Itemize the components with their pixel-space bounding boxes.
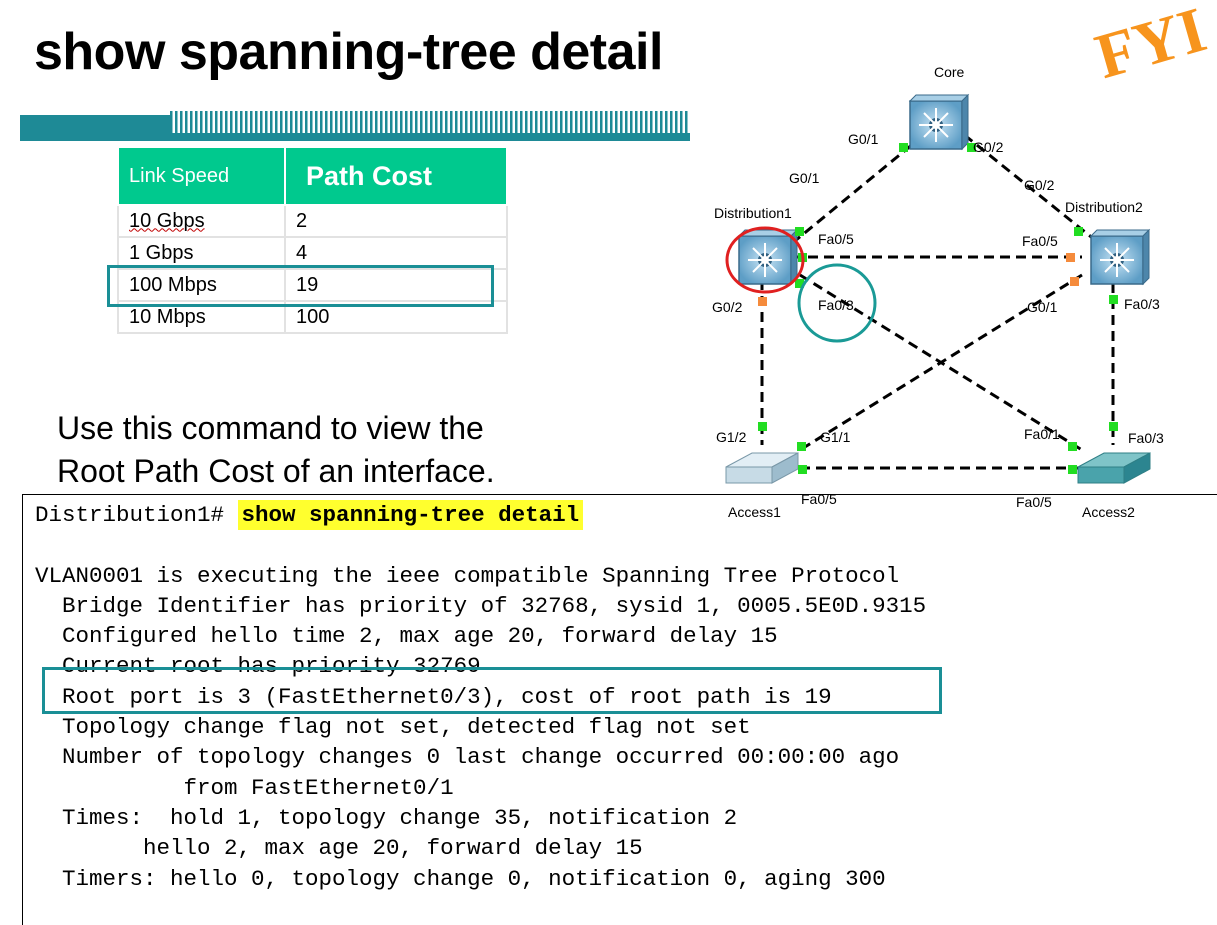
distribution1-switch-icon <box>738 229 798 285</box>
path-cost-cell: 2 <box>285 204 508 238</box>
link-speed-cell: 10 Gbps <box>117 204 286 238</box>
port-label: G0/2 <box>973 139 1004 155</box>
access2-label: Access2 <box>1082 504 1135 520</box>
distribution1-highlight-circle <box>725 226 805 294</box>
path-cost-table: Link Speed Path Cost 10 Gbps 2 1 Gbps 4 … <box>117 146 508 334</box>
link-speed-value: 10 Gbps <box>129 209 205 232</box>
port-label: G0/2 <box>1024 177 1055 193</box>
port-label: G0/1 <box>789 170 820 186</box>
cli-command: show spanning-tree detail <box>237 500 584 530</box>
cli-line: Bridge Identifier has priority of 32768,… <box>35 592 927 619</box>
distribution1-label: Distribution1 <box>714 205 792 221</box>
table-row-highlight-box <box>107 265 494 307</box>
access1-switch-icon <box>725 452 799 484</box>
topology-links <box>760 123 1115 470</box>
cli-prompt: Distribution1# <box>35 502 238 528</box>
port-label: G0/2 <box>712 299 743 315</box>
decorative-banner <box>20 111 690 141</box>
table-row: 10 Gbps 2 <box>117 204 508 238</box>
path-cost-header: Path Cost <box>284 146 508 206</box>
table-row: 100 Mbps 19 <box>117 268 508 302</box>
distribution2-switch-icon <box>1090 229 1150 285</box>
cli-line: VLAN0001 is executing the ieee compatibl… <box>35 562 900 589</box>
cli-line-root-port: Root port is 3 (FastEthernet0/3), cost o… <box>35 683 832 710</box>
port-status-indicators <box>758 143 1118 474</box>
port-label: Fa0/5 <box>1022 233 1058 249</box>
path-cost-cell: 19 <box>285 268 508 302</box>
description-text: Use this command to view the Root Path C… <box>57 407 495 493</box>
fa03-highlight-circle <box>797 263 877 343</box>
port-label: Fa0/5 <box>801 491 837 507</box>
cli-output: Distribution1# show spanning-tree detail… <box>35 500 926 894</box>
cli-line: Times: hold 1, topology change 35, notif… <box>35 804 738 831</box>
link-speed-header: Link Speed <box>117 146 286 206</box>
port-label: G1/2 <box>716 429 747 445</box>
core-label: Core <box>934 64 965 80</box>
access1-label: Access1 <box>728 504 781 520</box>
description-line: Root Path Cost of an interface. <box>57 453 495 489</box>
link-speed-cell: 100 Mbps <box>117 268 286 302</box>
cli-line: from FastEthernet0/1 <box>35 774 454 801</box>
port-label: Fa0/3 <box>1124 296 1160 312</box>
port-label: Fa0/3 <box>1128 430 1164 446</box>
cli-line: Number of topology changes 0 last change… <box>35 744 900 771</box>
access2-switch-icon <box>1077 452 1151 484</box>
cli-line: Configured hello time 2, max age 20, for… <box>35 623 778 650</box>
port-label: Fa0/5 <box>1016 494 1052 510</box>
path-cost-cell: 4 <box>285 236 508 270</box>
core-switch-icon <box>909 94 969 150</box>
cli-line: Topology change flag not set, detected f… <box>35 714 751 741</box>
port-label: Fa0/1 <box>1024 426 1060 442</box>
description-line: Use this command to view the <box>57 410 484 446</box>
distribution2-label: Distribution2 <box>1065 199 1143 215</box>
port-label: Fa0/5 <box>818 231 854 247</box>
port-label: G0/1 <box>1027 299 1058 315</box>
cli-line: Timers: hello 0, topology change 0, noti… <box>35 865 886 892</box>
table-header-row: Link Speed Path Cost <box>117 146 508 206</box>
root-path-cost-highlight-box <box>42 667 942 714</box>
port-label: G0/1 <box>848 131 879 147</box>
table-row: 1 Gbps 4 <box>117 236 508 270</box>
network-topology-diagram: Core Distribution1 Distribution2 Access1… <box>712 64 1164 520</box>
link-speed-cell: 1 Gbps <box>117 236 286 270</box>
port-label: Fa0/3 <box>818 297 854 313</box>
cli-line: Current root has priority 32769 <box>35 653 481 680</box>
cli-output-frame <box>22 494 1217 925</box>
cli-line: hello 2, max age 20, forward delay 15 <box>35 835 643 862</box>
port-label: G1/1 <box>820 429 851 445</box>
slide-title: show spanning-tree detail <box>34 23 663 81</box>
